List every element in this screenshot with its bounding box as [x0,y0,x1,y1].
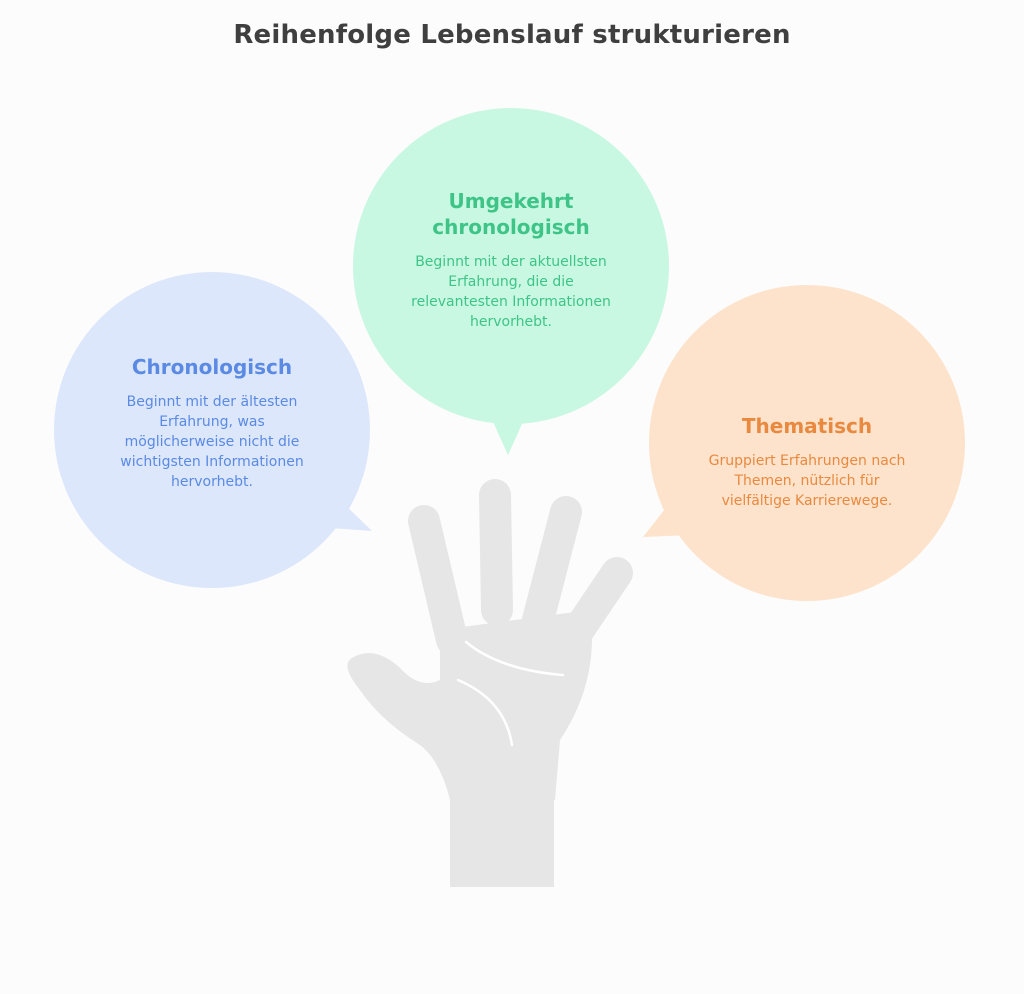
speech-bubble-left [54,272,372,588]
bubble-title: Thematisch [741,414,873,438]
bubble-umgekehrt-chronologisch: Umgekehrt chronologisch Beginnt mit der … [408,188,614,332]
speech-bubble-middle [353,108,669,455]
bubble-thematisch: Thematisch Gruppiert Erfahrungen nach Th… [700,413,914,511]
bubble-title: Umgekehrt chronologisch [432,189,590,239]
hand-icon [347,479,633,887]
bubble-description: Beginnt mit der ältesten Erfahrung, was … [120,394,304,490]
speech-bubble-right [643,285,965,601]
bubble-description: Beginnt mit der aktuellsten Erfahrung, d… [411,254,611,330]
bubble-chronologisch: Chronologisch Beginnt mit der ältesten E… [112,354,312,492]
bubble-title: Chronologisch [131,355,293,379]
bubble-description: Gruppiert Erfahrungen nach Themen, nützl… [708,453,906,509]
page-title: Reihenfolge Lebenslauf strukturieren [233,20,791,50]
